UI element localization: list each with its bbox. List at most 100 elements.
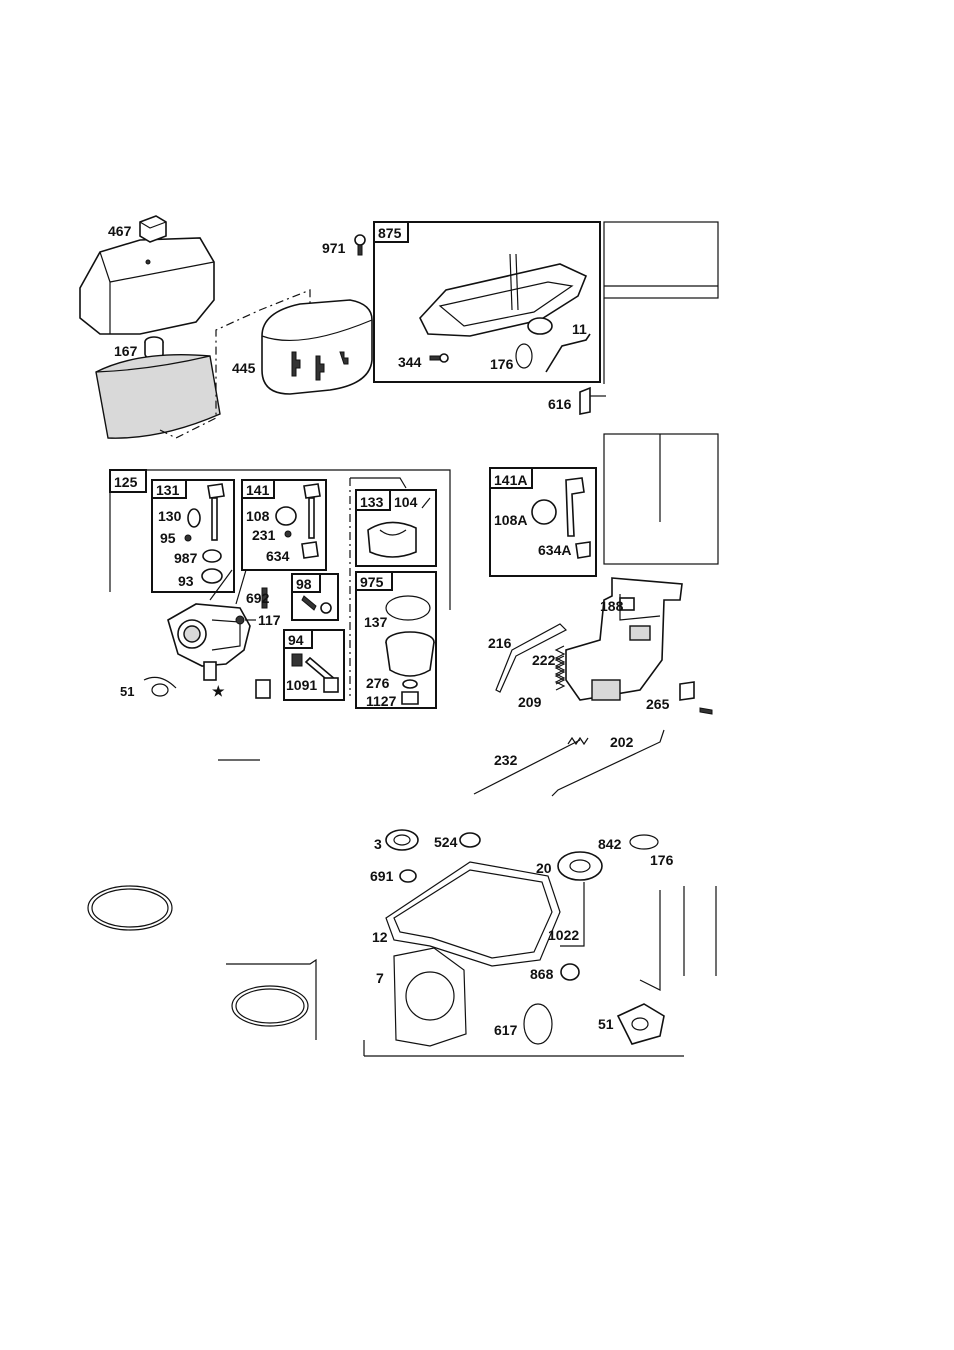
label-108: 108 xyxy=(246,508,270,524)
label-137: 137 xyxy=(364,614,388,630)
label-634: 634 xyxy=(266,548,290,564)
label-93: 93 xyxy=(178,573,194,589)
seal-634A xyxy=(576,542,590,558)
label-12: 12 xyxy=(372,929,388,945)
spring-209 xyxy=(556,646,564,690)
label-117: 117 xyxy=(258,612,281,628)
carburetor-body xyxy=(168,604,250,680)
label-104: 104 xyxy=(394,494,418,510)
head-gasket-7 xyxy=(394,948,466,1046)
label-95: 95 xyxy=(160,530,176,546)
label-971: 971 xyxy=(322,240,346,256)
label-130: 130 xyxy=(158,508,182,524)
choke-shaft-141A xyxy=(566,478,584,536)
label-231: 231 xyxy=(252,527,276,543)
label-265: 265 xyxy=(646,696,670,712)
clip-616 xyxy=(580,388,590,414)
label-467: 467 xyxy=(108,223,132,239)
choke-shaft xyxy=(304,484,320,538)
label-975: 975 xyxy=(360,574,384,590)
label-617: 617 xyxy=(494,1022,518,1038)
throttle-plate-130 xyxy=(188,509,200,527)
bushing-93 xyxy=(202,569,222,583)
label-98: 98 xyxy=(296,576,312,592)
seal-634 xyxy=(302,542,318,558)
label-1127: 1127 xyxy=(366,693,397,709)
choke-plate-108A xyxy=(532,500,556,524)
gasket-137 xyxy=(386,596,430,620)
label-51-bottom: 51 xyxy=(598,1016,614,1032)
label-131: 131 xyxy=(156,482,180,498)
choke-plate-108 xyxy=(276,507,296,525)
label-176-bottom: 176 xyxy=(650,852,674,868)
gasket-51 xyxy=(618,1004,664,1044)
label-634A: 634A xyxy=(538,542,571,558)
label-276: 276 xyxy=(366,675,390,691)
link-202 xyxy=(552,730,664,796)
label-691: 691 xyxy=(370,868,394,884)
bushing-small xyxy=(256,680,270,698)
bolt-971 xyxy=(355,235,365,255)
label-445: 445 xyxy=(232,360,256,376)
label-842: 842 xyxy=(598,836,622,852)
o-ring-medium xyxy=(232,986,308,1026)
washer-276 xyxy=(403,680,417,688)
control-bracket-222 xyxy=(566,578,682,700)
air-filter-445 xyxy=(262,300,372,394)
label-524: 524 xyxy=(434,834,458,850)
label-616: 616 xyxy=(548,396,572,412)
o-ring-842 xyxy=(630,835,658,849)
label-11: 11 xyxy=(572,321,587,337)
label-344: 344 xyxy=(398,354,422,370)
label-692: 692 xyxy=(246,590,270,606)
label-1091: 1091 xyxy=(286,677,317,693)
label-20: 20 xyxy=(536,860,552,876)
o-ring-176 xyxy=(516,344,532,368)
label-141: 141 xyxy=(246,482,270,498)
label-216: 216 xyxy=(488,635,512,651)
air-cleaner-cover xyxy=(80,238,214,334)
breather-tube-11 xyxy=(546,334,590,372)
float-133 xyxy=(368,522,416,557)
label-125: 125 xyxy=(114,474,138,490)
air-cleaner-base xyxy=(420,254,586,336)
label-167: 167 xyxy=(114,343,138,359)
float-bowl xyxy=(386,632,434,676)
label-3: 3 xyxy=(374,836,382,852)
nut-1127 xyxy=(402,692,418,704)
star-mark: ★ xyxy=(212,683,225,699)
label-875: 875 xyxy=(378,225,402,241)
plug-868 xyxy=(561,964,579,980)
seal-691 xyxy=(400,870,416,882)
label-108A: 108A xyxy=(494,512,527,528)
knob-467 xyxy=(140,216,166,242)
label-1022: 1022 xyxy=(548,927,579,943)
link-232 xyxy=(474,740,580,794)
label-7: 7 xyxy=(376,970,384,986)
label-141A: 141A xyxy=(494,472,527,488)
screw-95 xyxy=(185,535,191,541)
label-987: 987 xyxy=(174,550,198,566)
plug-524 xyxy=(460,833,480,847)
bolt-344 xyxy=(430,354,448,362)
label-202: 202 xyxy=(610,734,634,750)
label-222: 222 xyxy=(532,652,556,668)
throttle-shaft xyxy=(208,484,224,540)
seal-987 xyxy=(203,550,221,562)
o-ring-large xyxy=(88,886,172,930)
label-209: 209 xyxy=(518,694,542,710)
label-868: 868 xyxy=(530,966,554,982)
seal-20 xyxy=(558,852,602,880)
clip-265 xyxy=(680,682,694,700)
pre-cleaner-sleeve xyxy=(96,355,220,438)
screw-117 xyxy=(236,616,244,624)
o-ring-617 xyxy=(524,1004,552,1044)
label-94: 94 xyxy=(288,632,304,648)
label-176-top: 176 xyxy=(490,356,514,372)
label-133: 133 xyxy=(360,494,384,510)
label-232: 232 xyxy=(494,752,518,768)
screw-231 xyxy=(285,531,291,537)
seal-3 xyxy=(386,830,418,850)
